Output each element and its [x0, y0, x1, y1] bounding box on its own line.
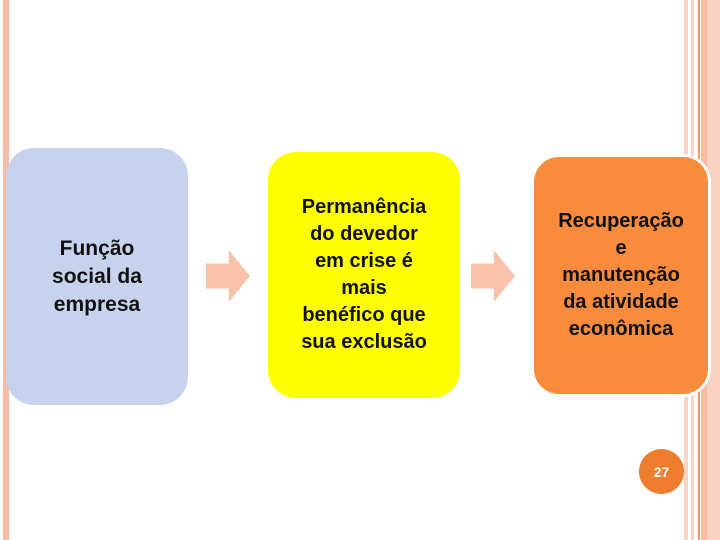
flow-arrow-right-1 — [206, 250, 250, 302]
flow-arrow-right-2 — [471, 250, 515, 302]
flow-box-permanencia-devedor: Permanência do devedor em crise é mais b… — [268, 152, 460, 398]
flow-box-permanencia-devedor-text: Permanência do devedor em crise é mais b… — [301, 196, 427, 353]
flow-box-funcao-social: Função social da empresa — [6, 148, 188, 405]
right-border-stripe — [707, 0, 720, 540]
flow-box-recuperacao-manutencao-text: Recuperação e manutenção da atividade ec… — [558, 210, 684, 340]
flow-box-recuperacao-manutencao: Recuperação e manutenção da atividade ec… — [531, 154, 711, 397]
page-number-badge: 27 — [639, 449, 684, 494]
page-number: 27 — [653, 463, 670, 480]
flow-box-funcao-social-text: Função social da empresa — [52, 236, 142, 316]
